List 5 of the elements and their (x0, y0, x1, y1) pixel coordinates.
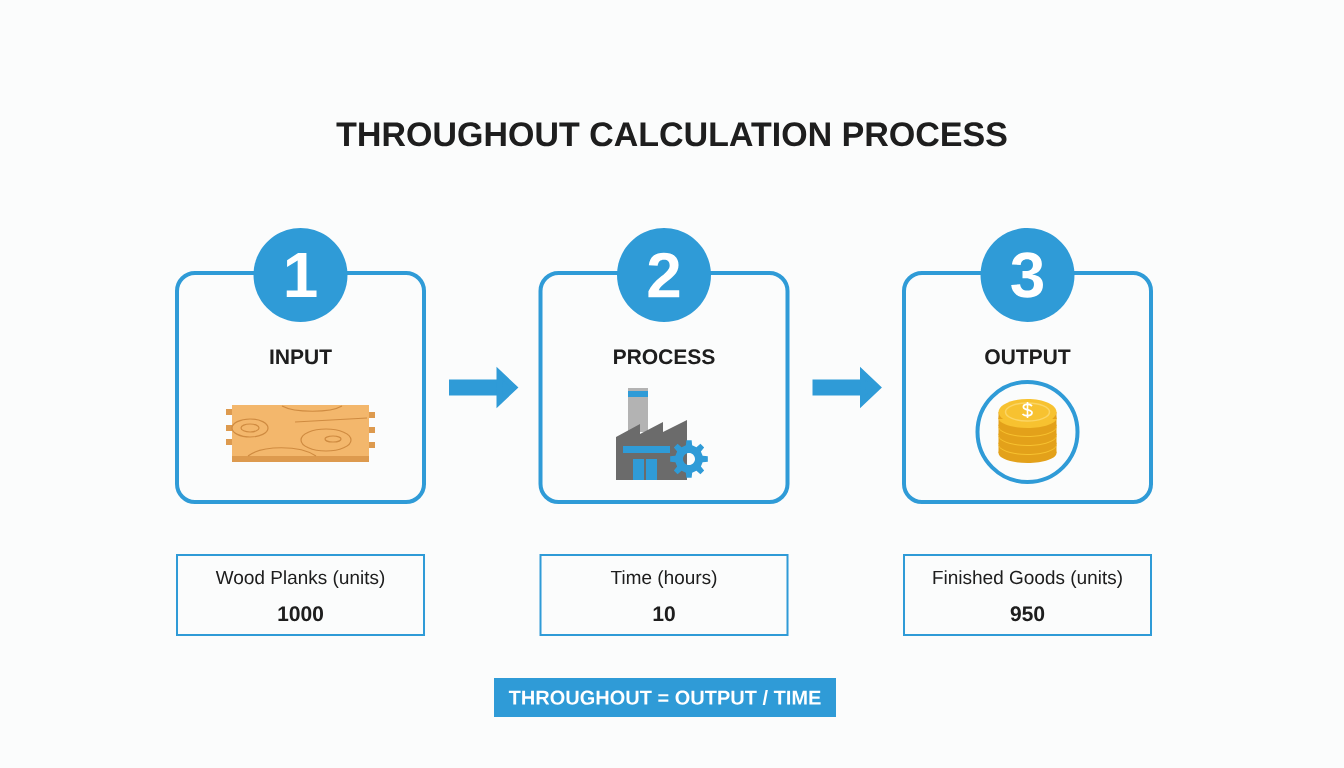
title: THROUGHOUT CALCULATION PROCESS (336, 122, 1007, 147)
value-box: Finished Goods (units) 950 (903, 554, 1152, 636)
formula-banner: THROUGHOUT = OUTPUT / TIME (494, 678, 836, 717)
value-box: Time (hours) 10 (539, 554, 789, 636)
value-box: Wood Planks (units) 1000 (176, 554, 425, 636)
